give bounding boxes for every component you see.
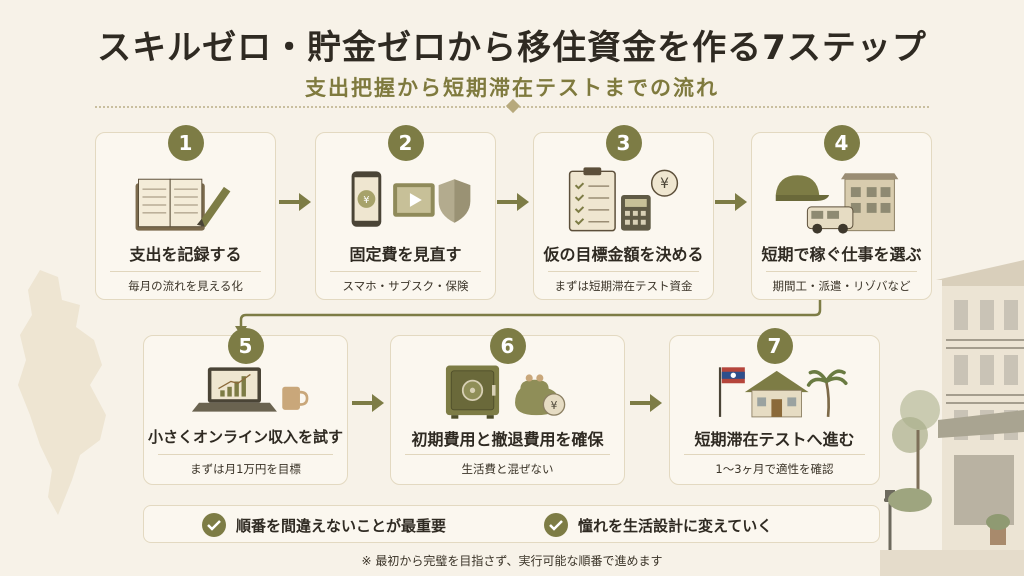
step-number-badge: 1 [167,125,204,161]
card-separator [548,271,699,272]
arrow-right-icon [352,394,384,412]
step-subtitle: まずは短期滞在テスト資金 [554,279,693,293]
step-title: 短期滞在テストへ進む [694,430,855,449]
card-separator [110,271,261,272]
key-point-2: 憧れを生活設計に変えていく [578,517,773,535]
safe-coinpurse-icon: ¥ [445,365,566,419]
step-title: 支出を記録する [129,245,242,264]
phone-video-shield-icon: ¥ [351,171,471,227]
key-point-1: 順番を間違えないことが最重要 [236,517,447,535]
step-card-5: 5 小さくオンライン収入を試す まずは月1万円を目標 [143,328,348,485]
step-title: 短期で稼ぐ仕事を選ぶ [761,245,922,264]
map-silhouette-icon [18,270,106,515]
row-connector-line [235,300,822,336]
step-number-badge: 6 [489,328,526,364]
step-card-4: 4 短期で稼ぐ仕事を選ぶ 期間工・派遣・リゾバなど [751,125,932,300]
step-card-3: 3 ¥ 仮の目標金額を決める まずは短期滞在テスト資金 [533,125,714,300]
page-title: スキルゼロ・貯金ゼロから移住資金を作る7ステップ [97,28,927,68]
laptop-mug-icon [191,367,309,412]
svg-text:¥: ¥ [363,195,369,206]
step-title: 小さくオンライン収入を試す [147,428,343,446]
step-card-1: 1 支出を記録する 毎月の流れを見える化 [95,125,276,300]
step-number-badge: 7 [756,328,793,364]
step-subtitle: 毎月の流れを見える化 [128,279,243,293]
step-number-badge: 5 [227,328,264,364]
step-title: 仮の目標金額を決める [543,245,704,264]
step-subtitle: スマホ・サブスク・保険 [342,279,469,293]
checklist-calculator-icon: ¥ [568,167,679,232]
card-separator [158,454,333,455]
step-number-badge: 2 [387,125,424,161]
svg-text:¥: ¥ [660,176,669,192]
step-title: 固定費を見直す [349,245,462,264]
building-illustration-icon [880,260,1024,576]
card-separator [684,454,865,455]
check-icon [202,513,226,537]
svg-text:¥: ¥ [551,399,558,412]
arrow-right-icon [497,193,529,211]
card-separator [766,271,917,272]
step-title: 初期費用と撤退費用を確保 [411,430,604,449]
step-number-badge: 4 [823,125,860,161]
arrow-right-icon [279,193,311,211]
step-subtitle: 生活費と混ぜない [461,462,554,476]
step-card-2: 2 ¥ 固定費を見直す スマホ・サブスク・保険 [315,125,496,300]
cap-van-building-icon [775,173,899,234]
step-number-badge: 3 [605,125,642,161]
page-subtitle: 支出把握から短期滞在テストまでの流れ [305,76,719,100]
notebook-pencil-icon [135,178,231,231]
step-card-7: 7 短期滞在テストへ進む 1～3ヶ月で適性を確認 [669,328,880,485]
arrow-right-icon [715,193,747,211]
step-subtitle: 1～3ヶ月で適性を確認 [715,462,834,476]
footnote: ※ 最初から完璧を目指さず、実行可能な順番で進めます [361,554,663,568]
arrow-right-icon [630,394,662,412]
card-separator [405,454,610,455]
flag-house-palm-icon [718,367,848,418]
check-icon [544,513,568,537]
step-subtitle: まずは月1万円を目標 [190,462,301,476]
card-separator [330,271,481,272]
step-subtitle: 期間工・派遣・リゾバなど [772,279,911,293]
step-card-6: 6 ¥ 初期費用と撤退費用を確保 生活費と混ぜない [390,328,625,485]
key-points-bar: 順番を間違えないことが最重要 憧れを生活設計に変えていく [143,505,880,543]
